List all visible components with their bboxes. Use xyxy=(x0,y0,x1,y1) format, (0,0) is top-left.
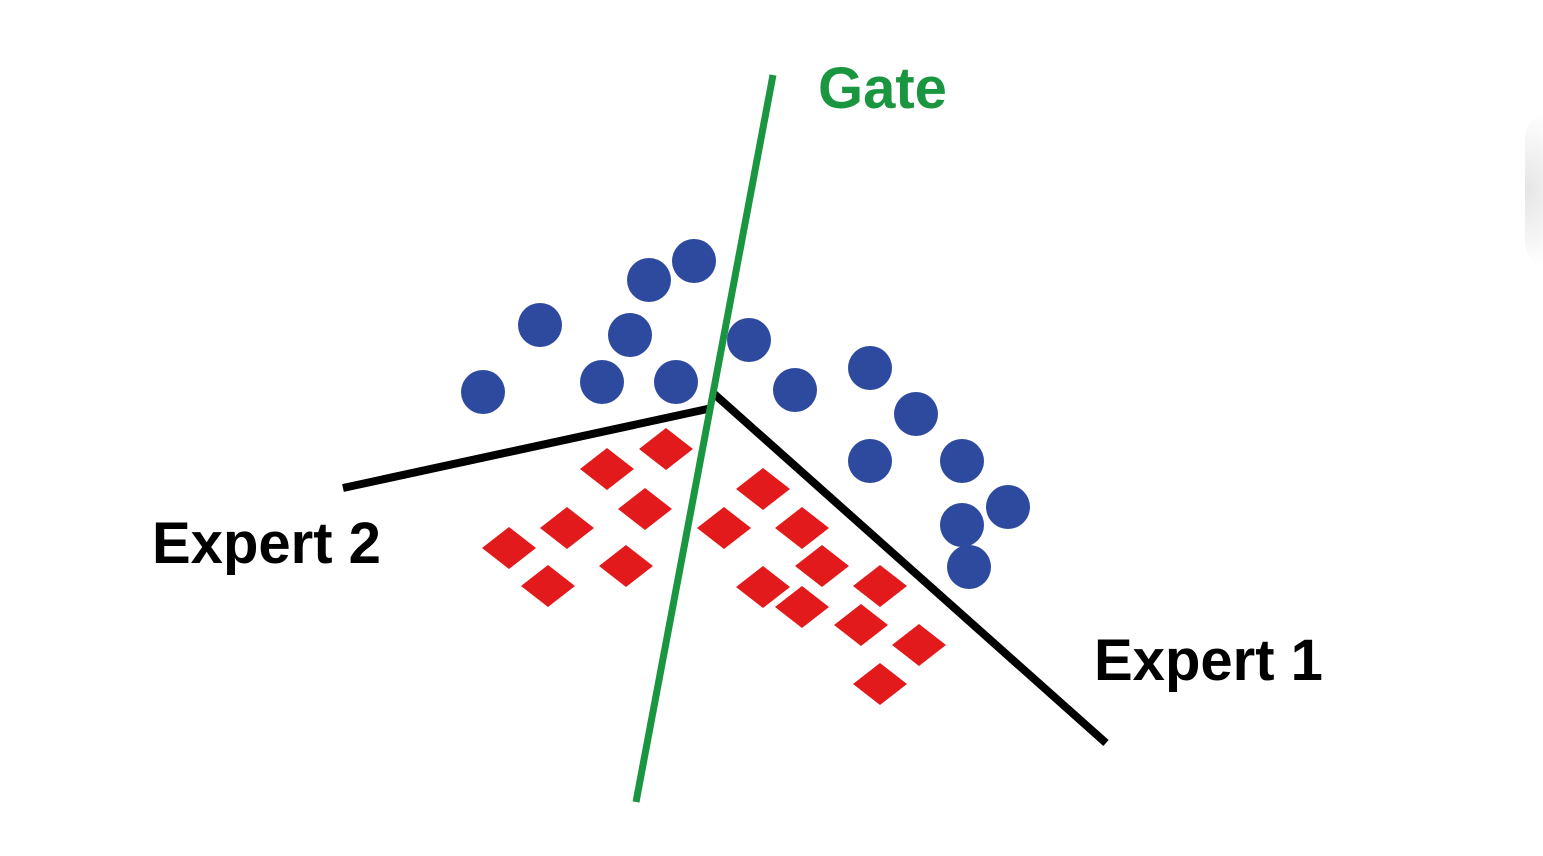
circle-point xyxy=(986,485,1030,529)
expert-1-line xyxy=(709,389,1109,746)
diamond-point xyxy=(775,586,829,628)
diamond-point xyxy=(697,507,751,549)
circle-point xyxy=(940,439,984,483)
circle-point xyxy=(580,360,624,404)
gate-line xyxy=(632,74,777,803)
diamond-point xyxy=(540,507,594,549)
diamond-point xyxy=(521,565,575,607)
circle-point xyxy=(627,258,671,302)
diamond-point xyxy=(853,565,907,607)
diamond-point xyxy=(580,448,634,490)
gate-label: Gate xyxy=(818,56,947,121)
diamond-point xyxy=(599,545,653,587)
circle-point xyxy=(461,370,505,414)
circle-point xyxy=(518,303,562,347)
circle-class-points xyxy=(461,239,1030,589)
circle-point xyxy=(947,545,991,589)
circle-point xyxy=(848,346,892,390)
expert-1-label: Expert 1 xyxy=(1094,628,1323,693)
circle-point xyxy=(654,360,698,404)
diamond-point xyxy=(482,527,536,569)
diamond-point xyxy=(892,624,946,666)
circle-point xyxy=(773,368,817,412)
expert-2-label: Expert 2 xyxy=(152,511,381,576)
diamond-point xyxy=(736,566,790,608)
diamond-point xyxy=(834,604,888,646)
diamond-point xyxy=(618,488,672,530)
circle-point xyxy=(672,239,716,283)
circle-point xyxy=(848,439,892,483)
diamond-point xyxy=(853,663,907,705)
diamond-class-points xyxy=(482,428,946,705)
diamond-point xyxy=(795,545,849,587)
diamond-point xyxy=(736,468,790,510)
circle-point xyxy=(940,503,984,547)
circle-point xyxy=(894,392,938,436)
circle-point xyxy=(608,313,652,357)
edge-shadow xyxy=(1525,110,1543,270)
diamond-point xyxy=(639,428,693,470)
diamond-point xyxy=(775,507,829,549)
expert-2-line xyxy=(342,404,713,492)
circle-point xyxy=(727,318,771,362)
